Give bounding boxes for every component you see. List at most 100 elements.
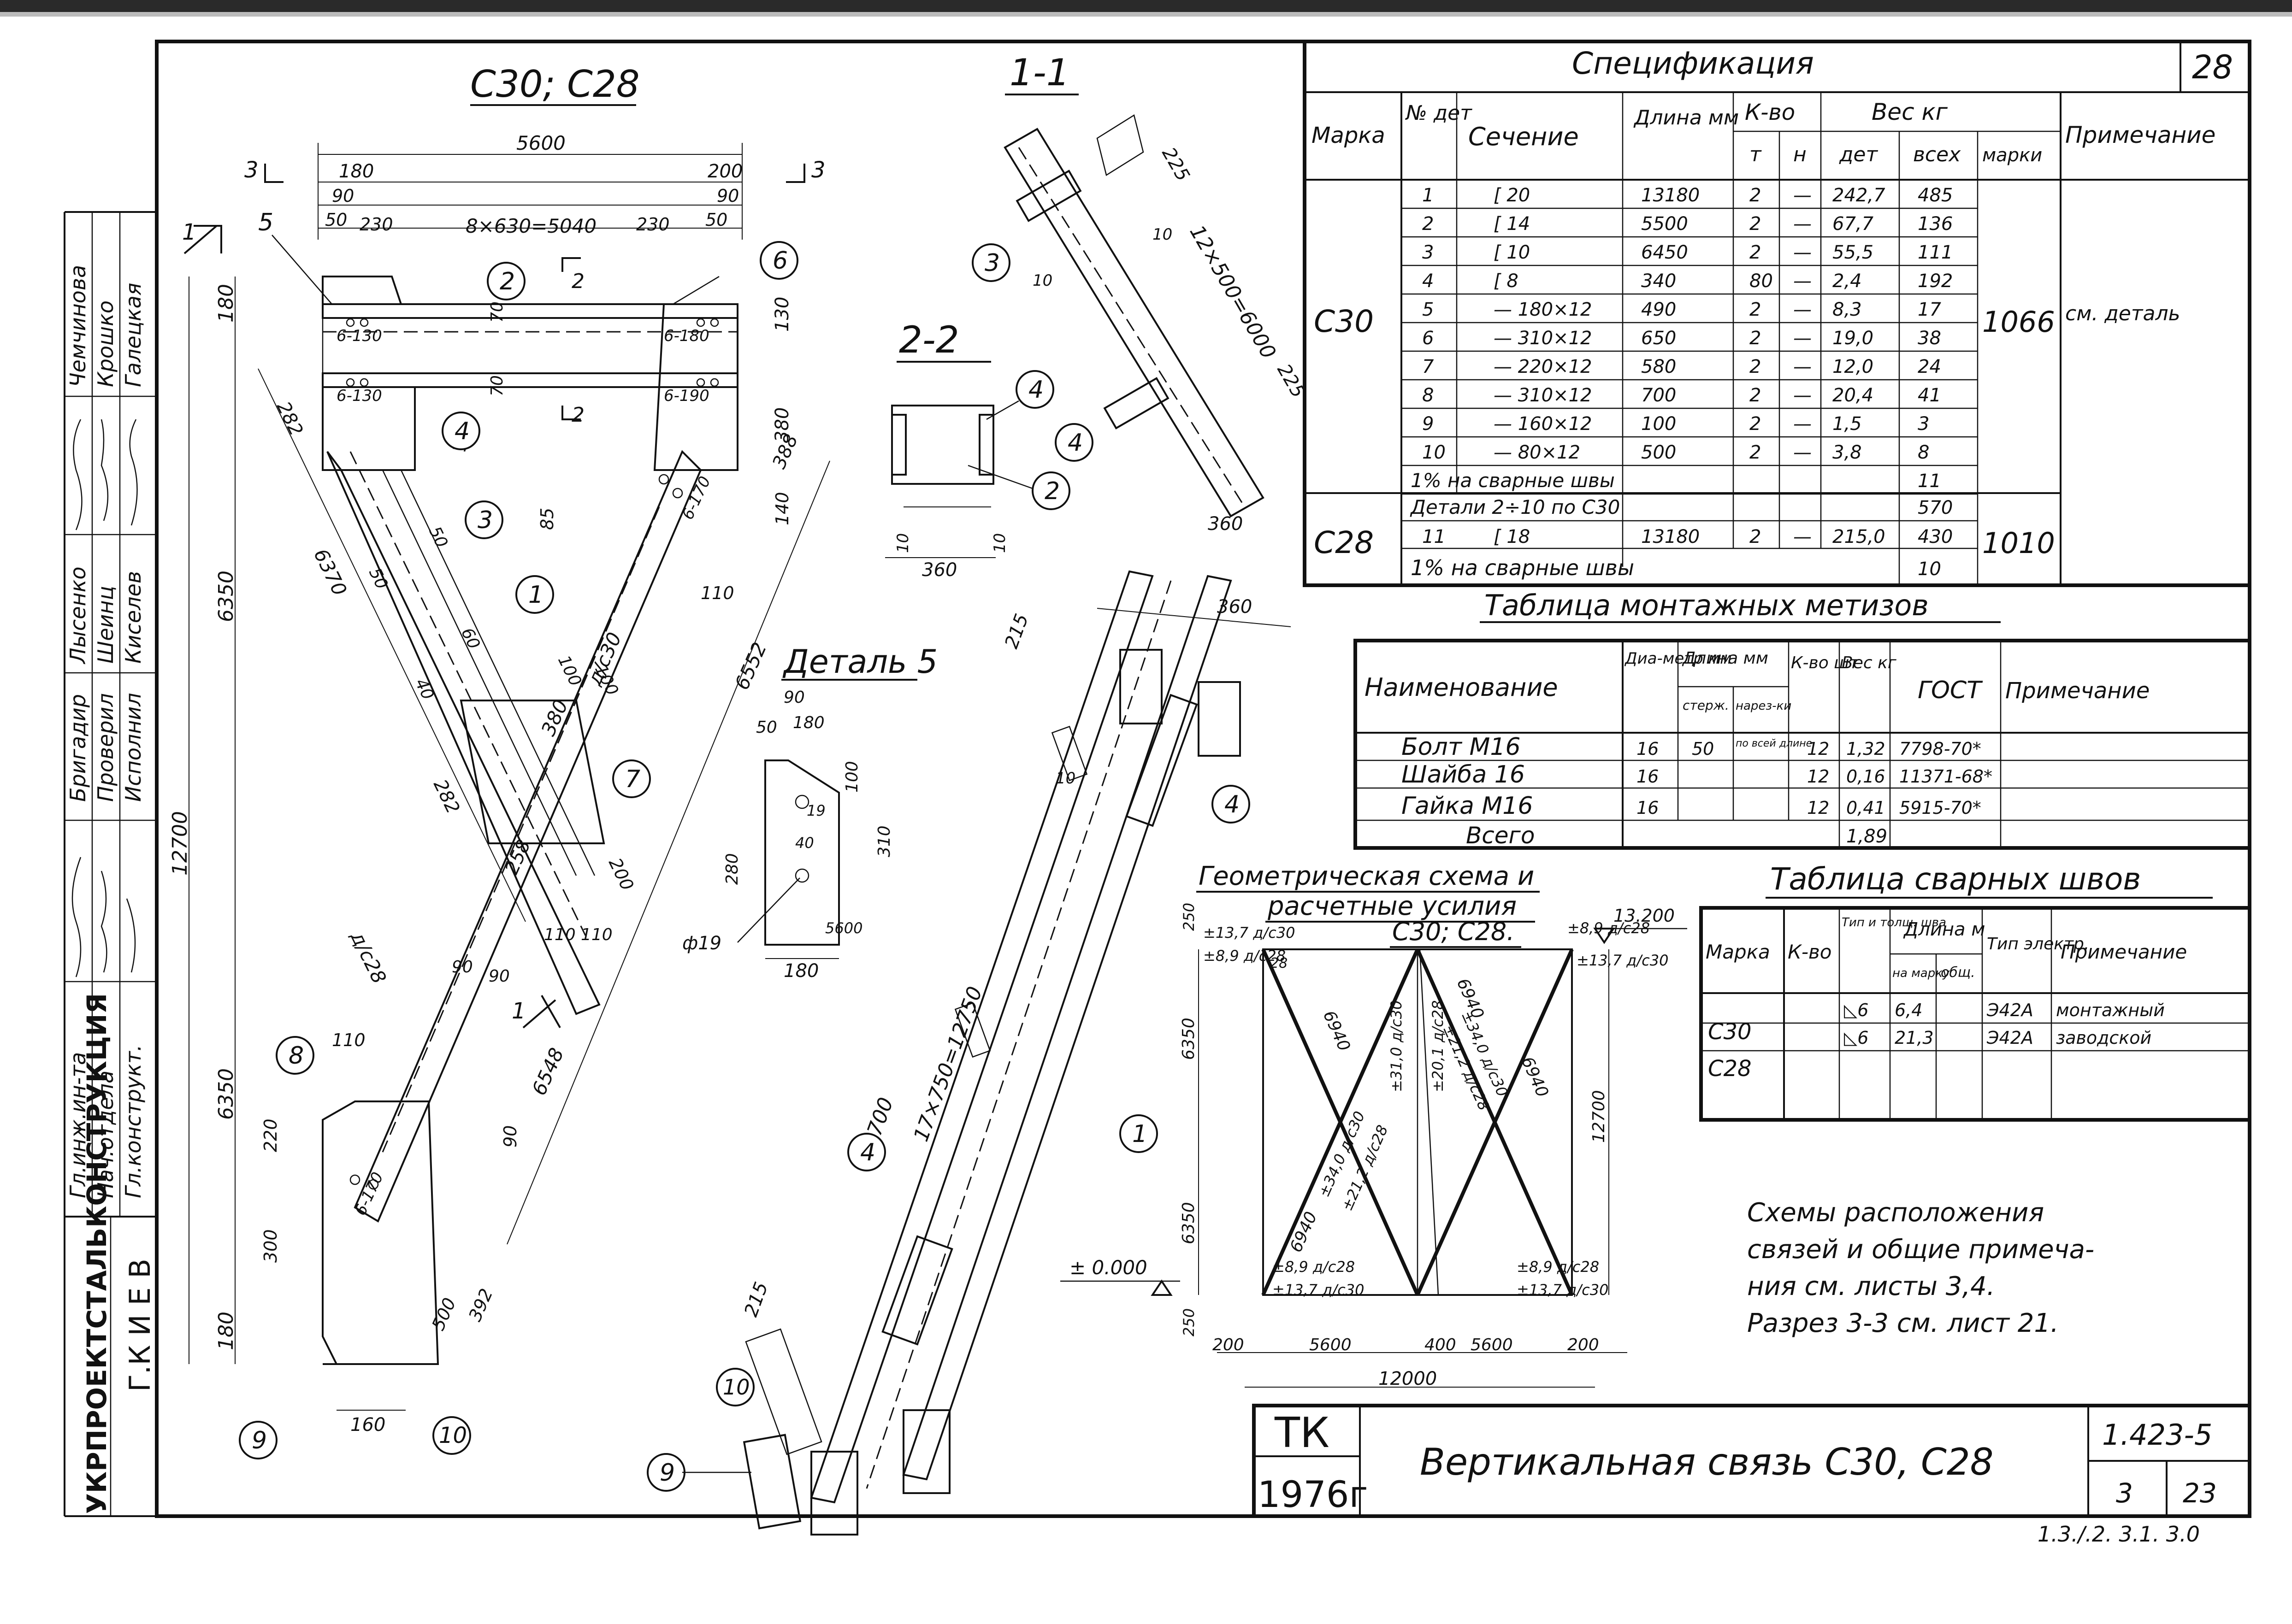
dim-130: 130: [772, 297, 793, 332]
spec-c30-cell-1-4: —: [1793, 213, 1812, 235]
spec-c30-cell-4-1: — 180×12: [1494, 299, 1592, 320]
spec-c30-cell-1-6: 136: [1918, 213, 1953, 235]
geom-f6: ±20,1 д/с28: [1429, 1000, 1447, 1092]
spec-h-qty-n: н: [1793, 143, 1807, 166]
hw-cell-0-6: 7798-70*: [1899, 739, 1981, 759]
hw-cell-1-5: 0,16: [1846, 766, 1885, 787]
spec-c30-cell-2-3: 2: [1749, 242, 1761, 263]
s11-callout-circle-4c: [847, 1133, 886, 1171]
spec-c30-cell-6-1: — 220×12: [1494, 356, 1592, 377]
hw-h-thread: нарез-ки: [1736, 699, 1791, 713]
name-4: Крошко: [93, 300, 118, 387]
note-line-1: Схемы расположения: [1747, 1198, 2044, 1228]
bolt-label-e: 6-170: [679, 473, 715, 522]
callout-circle-3: [465, 500, 503, 539]
sec1-top-label: 1: [182, 219, 196, 245]
callout-6: 6: [773, 247, 788, 275]
spec-c30-cell-4-2: 490: [1641, 299, 1676, 320]
s11-215a: 215: [1001, 611, 1033, 651]
bolt-label-d: 6-190: [664, 387, 709, 405]
dim-300: 300: [260, 1229, 281, 1263]
spec-h-qty-t: т: [1749, 143, 1762, 166]
geom-tl2: ±8,9 д/с28: [1203, 947, 1286, 965]
spec-c30-cell-2-2: 6450: [1641, 242, 1688, 263]
section-1-1: 1-1 225 12×500=6000 225 360 10 10 3 4 36…: [647, 51, 1309, 1536]
weld-cell-0-2: Э42А: [1986, 1000, 2033, 1020]
s11-callout-circle-3: [972, 243, 1010, 282]
role-5: Исполнил: [121, 693, 146, 802]
callout-3: 3: [478, 506, 493, 534]
spec-h-wdet: дет: [1839, 143, 1878, 166]
dim-40: 40: [411, 676, 437, 703]
geom-v1: 250: [1180, 903, 1198, 931]
spec-c30-cell-7-4: —: [1793, 385, 1812, 406]
s22-callout-circle-4: [1016, 370, 1054, 409]
spec-c30-cell-6-6: 24: [1918, 356, 1941, 377]
d5-50: 50: [756, 718, 777, 737]
dim-left-6350a: 6350: [214, 571, 238, 622]
elev-zero: ± 0.000: [1069, 1256, 1147, 1279]
callout-4: 4: [455, 418, 470, 445]
hw-cell-0-5: 1,32: [1846, 739, 1885, 759]
s11-callout-3: 3: [985, 249, 1000, 277]
sheets-total: 23: [2183, 1477, 2217, 1509]
spec-h-length: Длина мм: [1633, 106, 1739, 129]
hw-cell-2-4: 12: [1807, 798, 1829, 818]
weld-h-mark: Марка: [1706, 941, 1770, 963]
d5-5600: 5600: [825, 919, 862, 937]
spec-c30-cell-9-2: 500: [1641, 442, 1676, 463]
s11-360b: 360: [1217, 596, 1252, 618]
weld-h-qty: К-во: [1788, 941, 1831, 963]
spec-c30-mark: С30: [1314, 304, 1374, 339]
dim-diag-6370: 6370: [309, 545, 351, 600]
dim-left-180a: 180: [214, 284, 238, 323]
spec-c30-cell-3-4: —: [1793, 271, 1812, 292]
d5-180: 180: [793, 713, 825, 732]
callout-9: 9: [252, 1427, 267, 1454]
spec-c30-cell-5-4: —: [1793, 328, 1812, 349]
weld-h-length: Длина м: [1903, 919, 1985, 940]
name-5: Галецкая: [121, 283, 146, 387]
s22-callout-4: 4: [1028, 376, 1044, 404]
spec-h-note: Примечание: [2065, 122, 2215, 148]
s22-360: 360: [922, 559, 957, 581]
d5-180b: 180: [784, 960, 819, 982]
hw-cell-1-0: Шайба 16: [1401, 761, 1525, 788]
s11-360a: 360: [1208, 513, 1243, 535]
weld-cell-0-3: монтажный: [2056, 1000, 2165, 1020]
sheet-number: 28: [2192, 48, 2233, 86]
geom-tl1: ±13,7 д/с30: [1203, 924, 1295, 941]
s11-callout-circle-1: [1119, 1114, 1158, 1153]
dim-top-50b: 50: [705, 210, 727, 230]
weld-table: Таблица сварных швов Марка К-во Тип и то…: [1699, 861, 2251, 1122]
geom-b3: 200: [1567, 1336, 1599, 1354]
spec-h-mark: Марка: [1311, 123, 1385, 148]
dim-top-spacing: 8×630=5040: [466, 215, 597, 237]
hw-cell-0-2: 50: [1692, 739, 1714, 759]
stamp-year: 1976г: [1258, 1474, 1368, 1516]
spec-c28-mark-weight: 1010: [1982, 526, 2055, 560]
spec-h-wmark: марки: [1982, 145, 2042, 166]
spec-c30-cell-4-6: 17: [1918, 299, 1941, 320]
geom-b1: 200: [1212, 1336, 1244, 1354]
spec-c28-welds: 1% на сварные швы: [1411, 555, 1634, 580]
spec-c30-cell-7-3: 2: [1749, 385, 1761, 406]
dim-110-a: 110: [544, 925, 576, 944]
weld-cell-1-2: Э42А: [1986, 1028, 2033, 1048]
spec-title: Спецификация: [1572, 46, 1814, 81]
hw-cell-2-1: 16: [1636, 798, 1659, 818]
callout-10: 10: [439, 1423, 467, 1448]
spec-c30-cell-0-6: 485: [1918, 185, 1953, 206]
name-0: Лысенко: [65, 566, 90, 665]
drawing-code: 1.423-5: [2102, 1418, 2212, 1452]
spec-c30-cell-3-2: 340: [1641, 271, 1676, 292]
spec-c30-cell-7-6: 41: [1918, 385, 1941, 406]
geom-br2: ±13,7 д/с30: [1517, 1281, 1608, 1299]
sec3-right-label: 3: [811, 157, 826, 183]
d5-100: 100: [843, 761, 862, 793]
callout-8: 8: [289, 1042, 304, 1070]
spec-c30-cell-5-5: 19,0: [1832, 328, 1873, 349]
spec-c30-cell-8-3: 2: [1749, 413, 1761, 435]
spec-c30-cell-9-4: —: [1793, 442, 1812, 463]
dim-110b: 110: [701, 583, 734, 603]
